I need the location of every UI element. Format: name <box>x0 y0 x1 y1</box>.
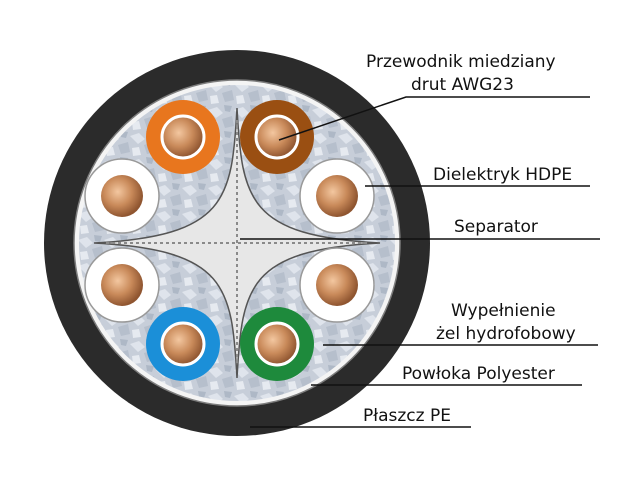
copper-conductor <box>254 114 300 160</box>
label-conductor-line2: drut AWG23 <box>411 75 514 95</box>
label-jacket: Płaszcz PE <box>363 406 451 426</box>
cross-separator <box>93 107 381 379</box>
label-wrap: Powłoka Polyester <box>402 364 555 384</box>
label-separator: Separator <box>454 217 538 237</box>
label-dielectric: Dielektryk HDPE <box>433 165 572 185</box>
pair-orange <box>146 100 220 174</box>
label-conductor-line1: Przewodnik miedziany <box>366 52 556 72</box>
pair-brown <box>240 100 314 174</box>
pair-green <box>240 307 314 381</box>
pair-white-upper-right <box>299 158 375 234</box>
copper-conductor <box>101 175 143 217</box>
pair-white-lower-left <box>84 247 160 323</box>
copper-conductor <box>160 114 206 160</box>
pair-blue <box>146 307 220 381</box>
pair-white-upper-left <box>84 158 160 234</box>
pair-white-lower-right <box>299 247 375 323</box>
copper-conductor <box>101 264 143 306</box>
label-filler-line2: żel hydrofobowy <box>436 324 576 344</box>
copper-conductor <box>316 264 358 306</box>
leader-lines <box>240 96 600 428</box>
label-filler-line1: Wypełnienie <box>451 301 556 321</box>
copper-conductor <box>160 321 206 367</box>
copper-conductor <box>254 321 300 367</box>
copper-conductor <box>316 175 358 217</box>
leader-conductor <box>278 96 590 141</box>
